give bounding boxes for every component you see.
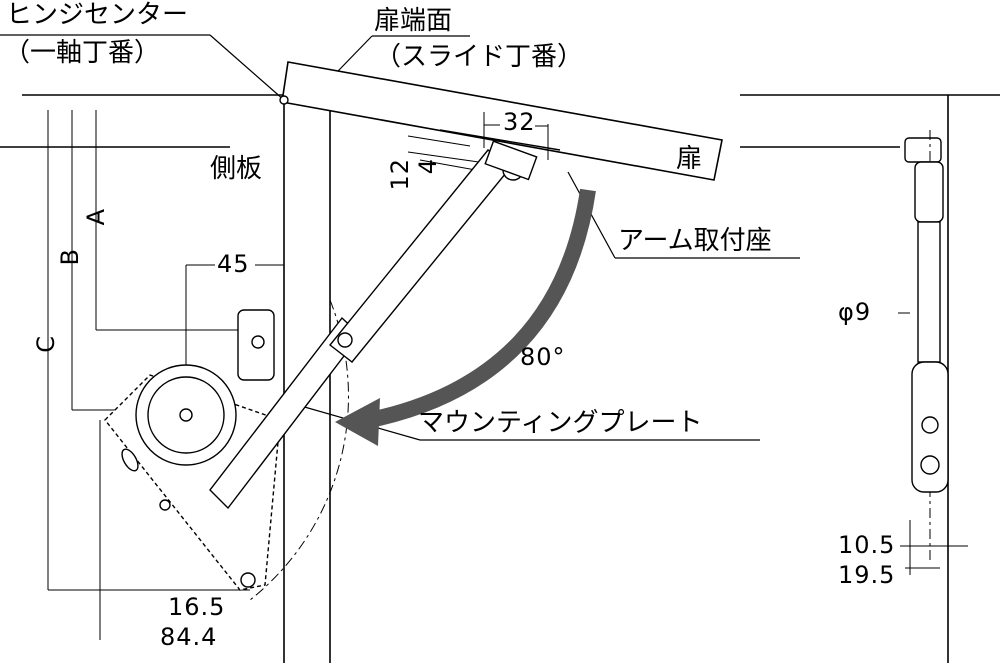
- dim-phi9-label: φ9: [838, 298, 872, 326]
- door-panel: [281, 61, 723, 181]
- swing-arrow: [335, 188, 596, 446]
- dim-C-label: C: [32, 335, 60, 353]
- side-view: [904, 130, 949, 560]
- dim-12-label: 12: [386, 158, 414, 191]
- gas-spring-arm: [209, 129, 561, 510]
- dim-16-5-label: 16.5: [168, 593, 226, 621]
- side-view-dims: [898, 312, 968, 575]
- dim-32-label: 32: [503, 108, 536, 136]
- hinge-center-dot: [279, 95, 289, 105]
- label-side-panel: 側板: [210, 154, 263, 184]
- label-mounting-plate: マウンティングプレート: [418, 408, 703, 438]
- label-door-face-sub: （スライド丁番）: [375, 42, 584, 72]
- dim-4-label: 4: [414, 158, 442, 175]
- dim-84-4-label: 84.4: [160, 623, 218, 651]
- dim-19-5-label: 19.5: [838, 561, 896, 589]
- dim-A-label: A: [82, 208, 110, 226]
- dim-B-label: B: [56, 248, 84, 266]
- label-door-face: 扉端面: [374, 6, 453, 36]
- label-door: 扉: [676, 144, 703, 174]
- angle-label: 80°: [520, 343, 566, 371]
- dim-10-5-label: 10.5: [838, 531, 896, 559]
- cabinet-lines: [0, 94, 1000, 663]
- dim-45-label: 45: [217, 250, 250, 278]
- mechanism-body: [104, 309, 281, 591]
- label-hinge-center: ヒンジセンター: [6, 0, 189, 30]
- label-hinge-center-sub: （一軸丁番）: [4, 38, 161, 68]
- label-arm-mount: アーム取付座: [618, 226, 772, 256]
